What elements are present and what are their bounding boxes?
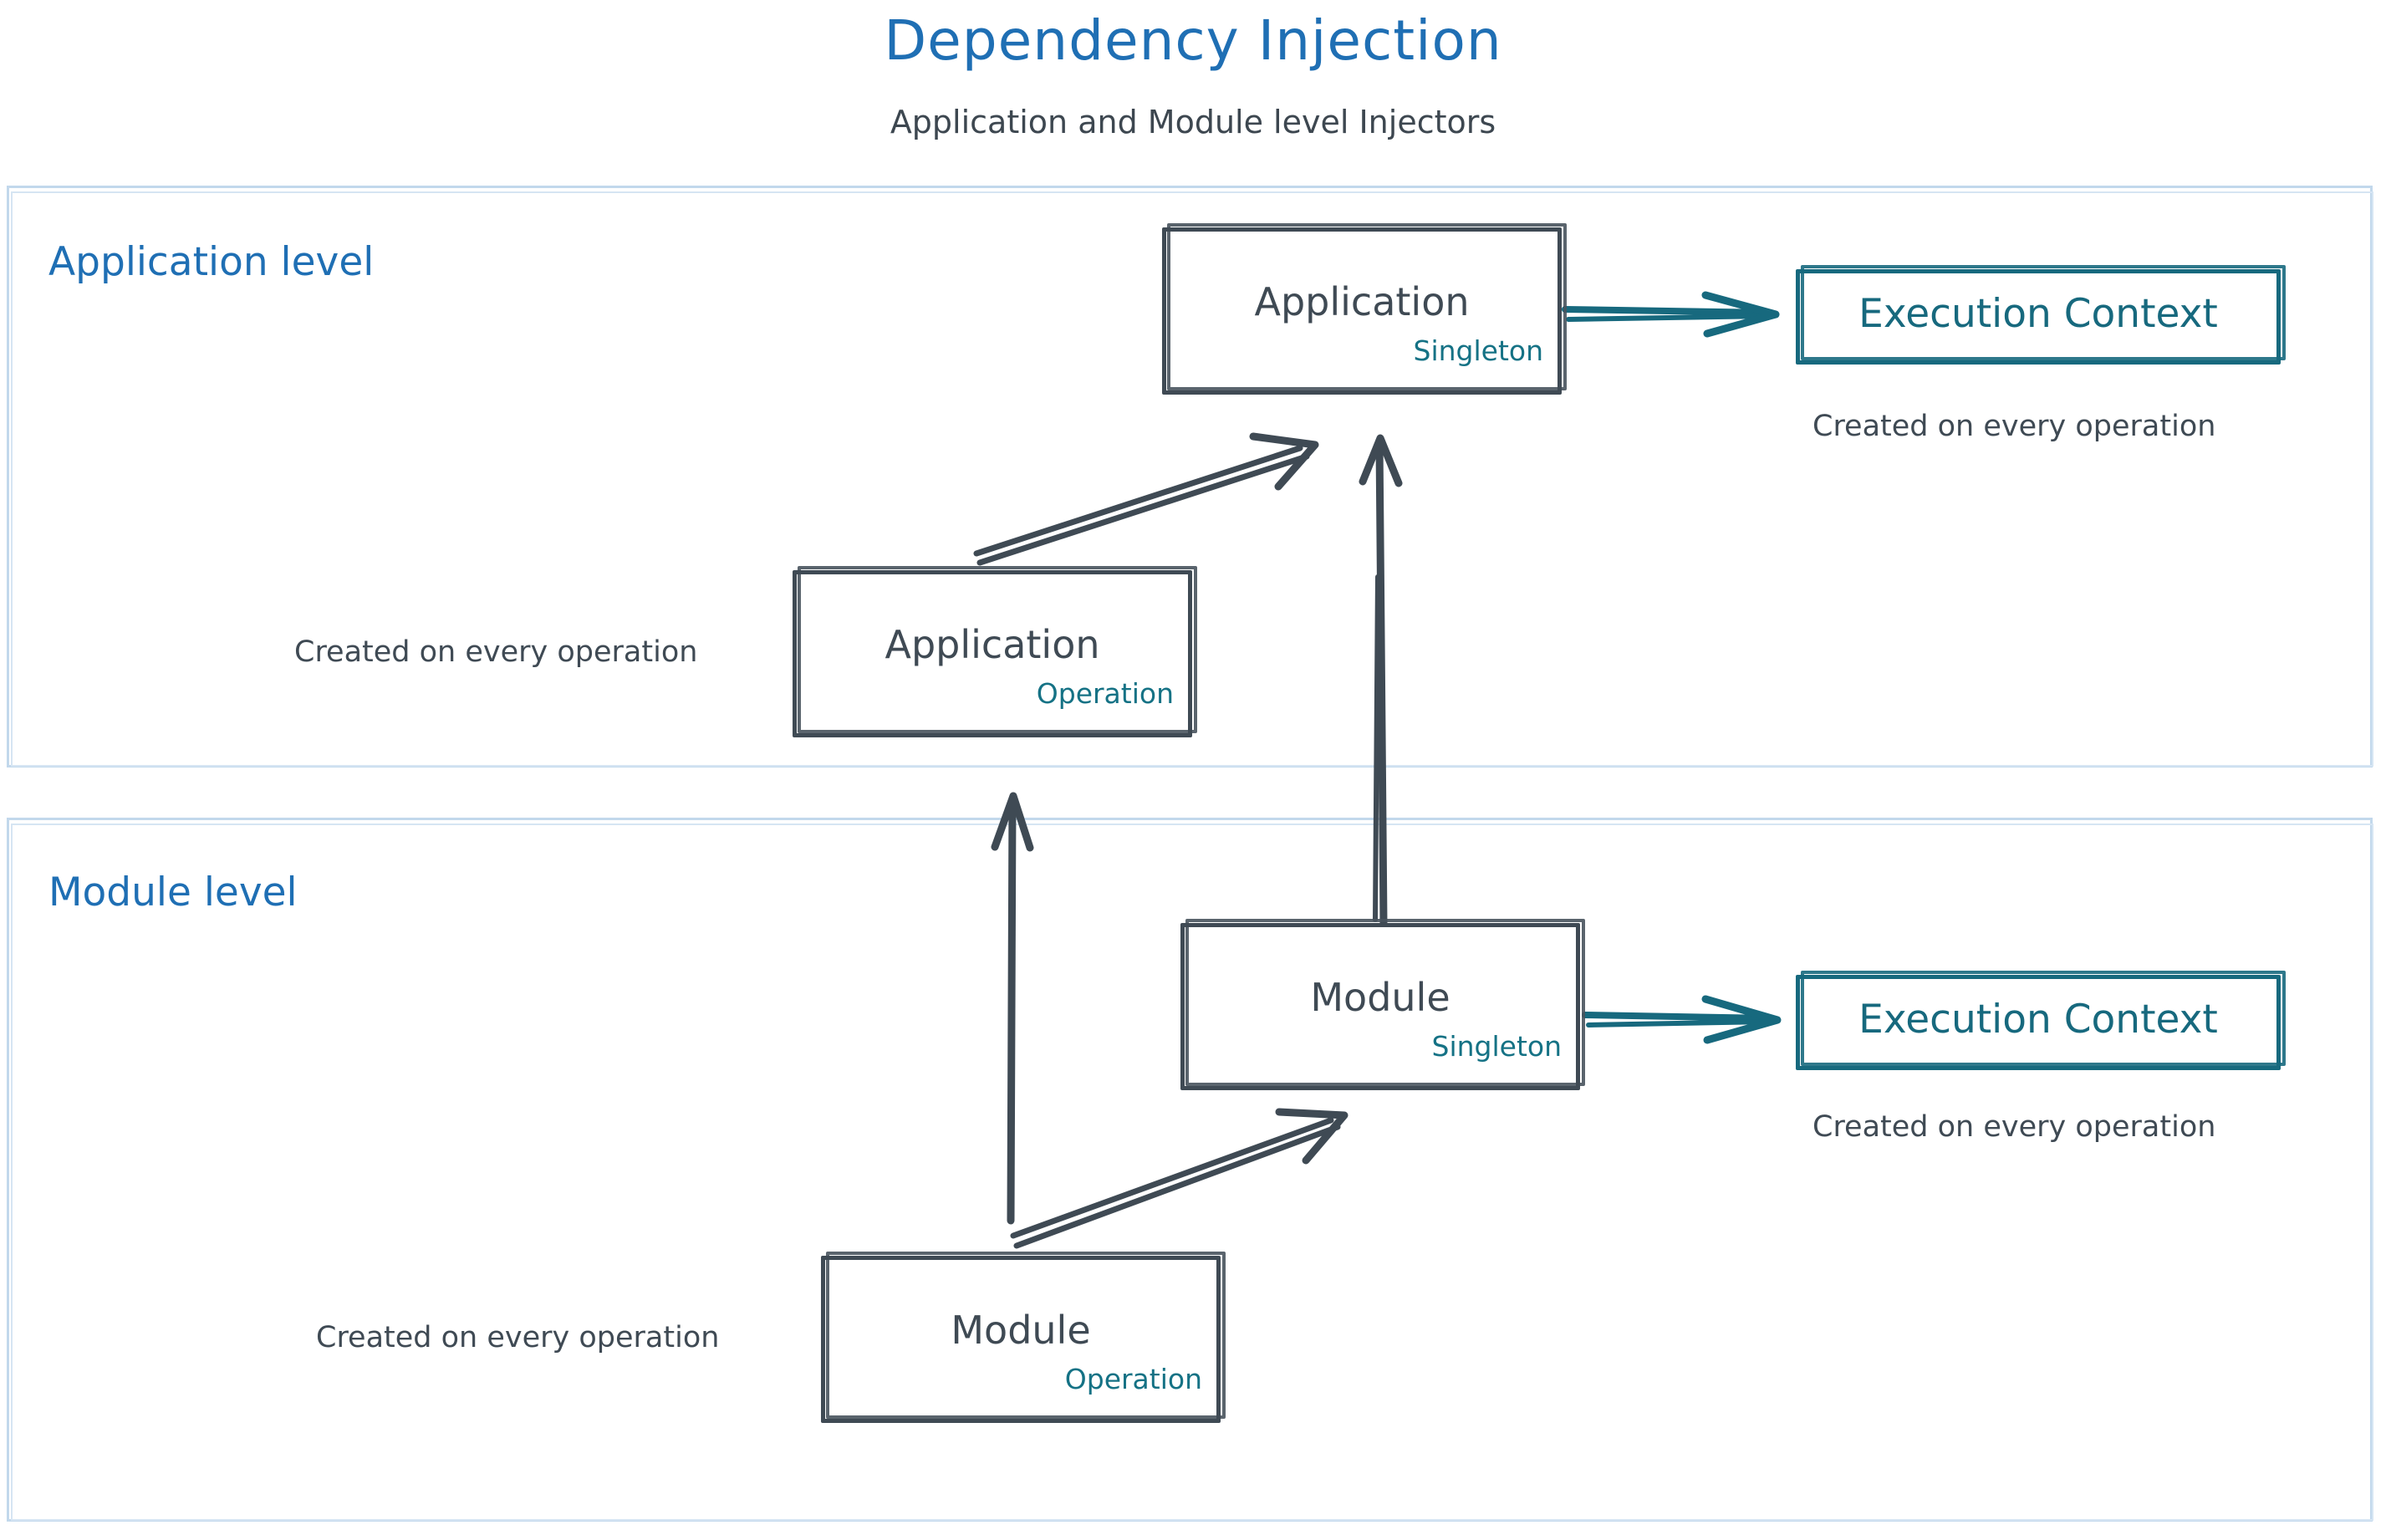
- application-level-label: Application level: [48, 239, 375, 285]
- node-title: Module: [951, 1308, 1091, 1353]
- caption-execution-context-application: Created on every operation: [1812, 410, 2216, 443]
- sketch-frame: [1162, 227, 1562, 395]
- node-scope-badge: Operation: [1064, 1363, 1202, 1395]
- node-title: Execution Context: [1858, 997, 2218, 1043]
- node-execution-context-module[interactable]: Execution Context: [1796, 971, 2286, 1070]
- node-application-singleton[interactable]: Application Singleton: [1162, 223, 1567, 395]
- node-scope-badge: Singleton: [1431, 1030, 1563, 1063]
- page-title: Dependency Injection: [884, 8, 1502, 73]
- sketch-frame-outer: [1167, 223, 1567, 390]
- sketch-frame: [1796, 975, 2281, 1070]
- node-scope-badge: Operation: [1036, 677, 1174, 710]
- node-module-operation[interactable]: Module Operation: [821, 1252, 1226, 1423]
- sketch-frame: [793, 570, 1192, 737]
- page-subtitle: Application and Module level Injectors: [890, 104, 1496, 140]
- caption-module-operation: Created on every operation: [316, 1321, 720, 1354]
- node-title: Application: [1254, 279, 1470, 324]
- sketch-frame-outer: [1801, 971, 2286, 1066]
- node-module-singleton[interactable]: Module Singleton: [1180, 919, 1585, 1090]
- node-scope-badge: Singleton: [1413, 334, 1544, 367]
- node-title: Application: [885, 622, 1100, 667]
- sketch-frame: [1796, 269, 2281, 365]
- sketch-frame-outer: [798, 566, 1197, 733]
- sketch-frame-outer: [1801, 265, 2286, 360]
- sketch-frame: [1180, 923, 1580, 1090]
- node-title: Execution Context: [1858, 291, 2218, 337]
- node-title: Module: [1310, 975, 1450, 1020]
- caption-execution-context-module: Created on every operation: [1812, 1110, 2216, 1144]
- node-application-operation[interactable]: Application Operation: [793, 566, 1197, 737]
- caption-application-operation: Created on every operation: [294, 635, 698, 669]
- node-execution-context-application[interactable]: Execution Context: [1796, 265, 2286, 365]
- sketch-frame: [821, 1256, 1221, 1423]
- sketch-frame-outer: [1185, 919, 1585, 1086]
- module-level-label: Module level: [48, 869, 298, 915]
- sketch-frame-outer: [826, 1252, 1226, 1419]
